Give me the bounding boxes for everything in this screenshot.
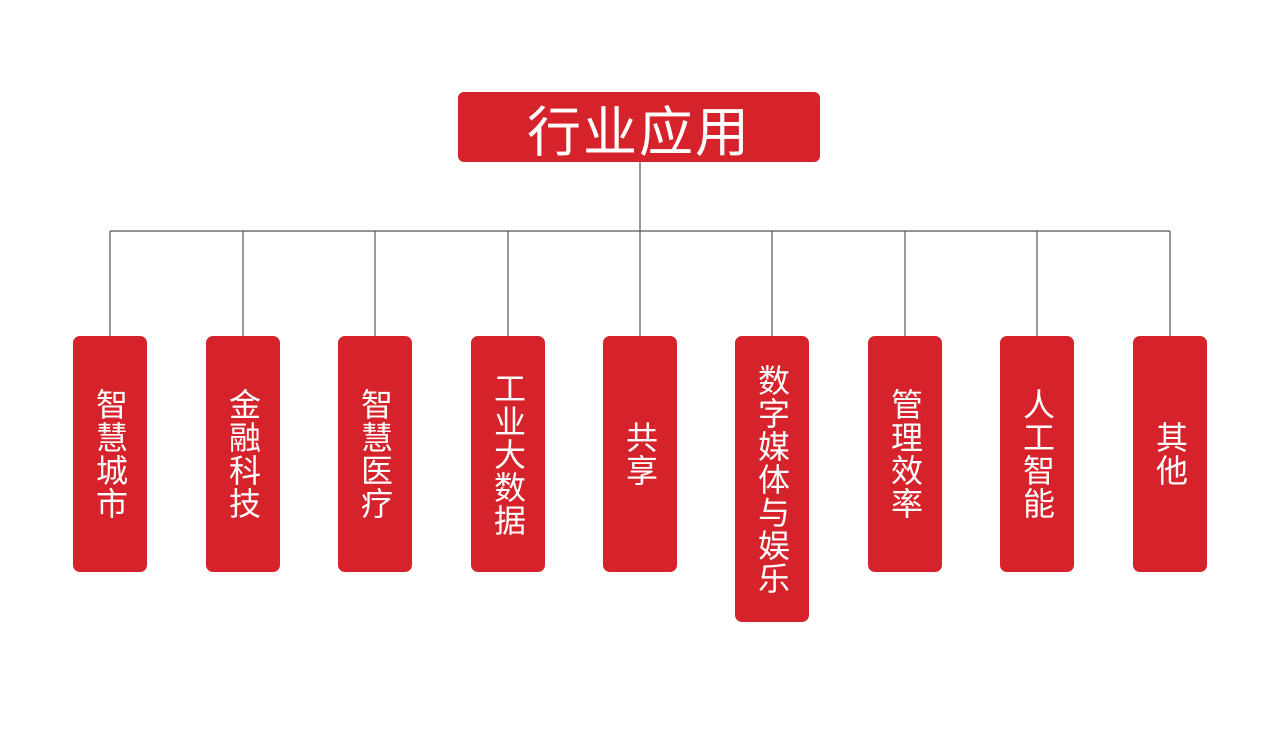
child-node: 金融科技 xyxy=(206,336,280,572)
root-node-label: 行业应用 xyxy=(527,100,751,164)
child-node: 智慧医疗 xyxy=(338,336,412,572)
child-node: 数字媒体与娱乐 xyxy=(735,336,809,622)
child-node: 管理效率 xyxy=(868,336,942,572)
child-node: 工业大数据 xyxy=(471,336,545,572)
child-node-label: 金融科技 xyxy=(224,388,262,520)
child-node: 人工智能 xyxy=(1000,336,1074,572)
child-node-label: 人工智能 xyxy=(1018,388,1056,520)
child-node-label: 其他 xyxy=(1151,421,1189,487)
child-node: 共享 xyxy=(603,336,677,572)
child-node-label: 共享 xyxy=(621,421,659,487)
child-node-label: 数字媒体与娱乐 xyxy=(753,363,791,595)
root-node: 行业应用 xyxy=(458,92,820,164)
child-node-label: 智慧医疗 xyxy=(356,388,394,520)
child-node: 智慧城市 xyxy=(73,336,147,572)
child-node: 其他 xyxy=(1133,336,1207,572)
child-node-label: 工业大数据 xyxy=(489,371,527,537)
child-node-label: 管理效率 xyxy=(886,388,924,520)
child-node-label: 智慧城市 xyxy=(91,388,129,520)
